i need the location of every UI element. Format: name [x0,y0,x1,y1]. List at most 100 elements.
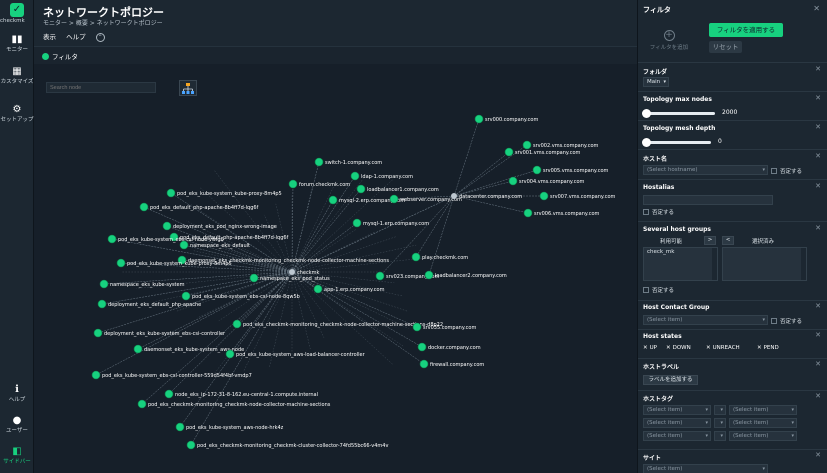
topology-node[interactable] [162,221,172,231]
topology-node[interactable] [186,440,196,450]
nav-item-monitor[interactable]: ▮▮ モニター [0,34,34,54]
topology-node[interactable] [288,179,298,189]
topology-node-label[interactable]: switch-1.company.com [325,160,382,166]
topology-graph[interactable]: pod_eks_kube-system_kube-proxy-8m4p5 pod_… [34,64,637,473]
topology-node[interactable] [504,147,514,157]
hostname-select[interactable]: (Select hostname)▾ [643,165,768,175]
topology-node[interactable] [93,328,103,338]
topology-node[interactable] [99,279,109,289]
topology-node-label[interactable]: srv005.vms.company.com [543,168,609,174]
topology-node[interactable] [522,140,532,150]
topology-node[interactable] [523,208,533,218]
checkbox-box[interactable] [771,168,777,174]
scrollbar[interactable] [712,248,717,280]
topology-node-label[interactable]: node_eks_ip-172-31-8-162.eu-central-1.co… [175,392,318,398]
hub-node-datacenter[interactable] [451,193,457,199]
state-down-toggle[interactable]: ✕DOWN [666,345,691,351]
topology-node[interactable] [419,359,429,369]
max-nodes-slider[interactable] [642,109,715,118]
topology-node[interactable] [91,370,101,380]
nav-item-customize[interactable]: ▦ カスタマイズ [0,66,34,86]
host-tag-operator-select[interactable]: ▾ [714,405,726,415]
topology-node-label[interactable]: forum.checkmk.com [299,182,350,188]
topology-node-label[interactable]: srv000.company.com [485,117,538,123]
topology-node-label[interactable]: srv006.vms.company.com [534,211,600,217]
site-select[interactable]: (Select item)▾ [643,464,768,473]
topology-node[interactable] [116,258,126,268]
topology-node-label[interactable]: ldap-1.company.com [361,174,413,180]
state-up-toggle[interactable]: ✕UP [643,345,657,351]
remove-filter-icon[interactable]: ✕ [815,392,821,400]
nav-item-sidebar[interactable]: ◧ サイドバー [0,446,34,466]
scrollbar[interactable] [801,248,806,280]
mesh-depth-slider[interactable] [642,138,711,147]
topology-node-label[interactable]: pod_eks_checkmk-monitoring_checkmk-clust… [197,443,388,449]
topology-node-label[interactable]: deployment_eks_default_php-apache [108,302,201,308]
checkbox-box[interactable] [643,209,649,215]
remove-filter-icon[interactable]: ✕ [815,182,821,190]
topology-node[interactable] [164,389,174,399]
selected-groups-list[interactable] [722,247,807,281]
topology-node-label[interactable]: srv001.vms.company.com [515,150,581,156]
remove-filter-icon[interactable]: ✕ [815,123,821,131]
add-group-button[interactable]: > [704,236,716,245]
topology-node[interactable] [474,114,484,124]
topology-node[interactable] [350,171,360,181]
topology-node-label[interactable]: pod_eks_checkmk-monitoring_checkmk-node-… [243,322,443,328]
topology-node-label[interactable]: loadbalancer2.company.com [435,273,507,279]
topology-node[interactable] [352,218,362,228]
topology-node[interactable] [175,422,185,432]
topology-node-label[interactable]: pod_eks_checkmk-monitoring_checkmk-node-… [148,402,331,408]
host-tag-value-select[interactable]: (Select item)▾ [729,431,797,441]
topology-node-label[interactable]: pod_eks_kube-system_ebs-csi-node-vwlg6 [118,237,224,243]
apply-filter-button[interactable]: フィルタを適用する [709,23,783,37]
close-icon[interactable]: ✕ [813,4,820,13]
search-node-input[interactable] [46,82,156,93]
topology-node-label[interactable]: srv023.company.com [386,274,439,280]
topology-node-label[interactable]: pod_eks_kube-system_kube-proxy-8m4p5 [177,191,282,197]
topology-node[interactable] [356,184,366,194]
topology-node[interactable] [417,342,427,352]
chevron-up-icon[interactable]: ⌃ [95,32,105,42]
slider-knob[interactable] [642,109,651,118]
topology-node-label[interactable]: pod_eks_kube-system_kube-proxy-8m4p5 [127,261,232,267]
remove-filter-icon[interactable]: ✕ [815,360,821,368]
topology-node-label[interactable]: namespace_eks_kube-system [110,282,185,288]
topology-node[interactable] [139,202,149,212]
nav-item-user[interactable]: ● ユーザー [0,415,34,435]
topology-node[interactable] [389,194,399,204]
topology-node-label[interactable]: docker.company.com [428,345,481,351]
checkbox-box[interactable] [643,287,649,293]
topology-node[interactable] [412,322,422,332]
topology-canvas[interactable]: pod_eks_kube-system_kube-proxy-8m4p5 pod_… [34,64,637,473]
available-groups-list[interactable]: check_mk [643,247,718,281]
topology-node-label[interactable]: daemonset_eks_checkmk-monitoring_checkmk… [188,258,389,264]
topology-node[interactable] [225,349,235,359]
topology-node-label[interactable]: pod_eks_kube-system_ebs-csi-node-8qw5b [192,294,300,300]
topology-node-label[interactable]: pod_eks_kube-system_aws-load-balancer-co… [236,352,366,358]
topology-node-label[interactable]: firewall.company.com [430,362,484,368]
topology-node[interactable] [169,232,179,242]
contact-group-select[interactable]: (Select item)▾ [643,315,768,325]
folder-select[interactable]: Main▾ [643,77,669,87]
remove-filter-icon[interactable]: ✕ [815,65,821,73]
topology-node[interactable] [97,299,107,309]
slider-knob[interactable] [642,138,651,147]
host-tag-operator-select[interactable]: ▾ [714,418,726,428]
hub-label[interactable]: datacenter.company.com [459,194,522,200]
remove-filter-icon[interactable]: ✕ [815,224,821,232]
reset-button[interactable]: リセット [709,41,742,53]
topology-node-label[interactable]: deployment_eks_kube-system_ebs-csi-contr… [104,331,226,337]
topology-node[interactable] [424,270,434,280]
contact-group-negate-checkbox[interactable]: 否定する [771,317,802,325]
host-tag-value-select[interactable]: (Select item)▾ [729,418,797,428]
host-tag-group-select[interactable]: (Select item)▾ [643,418,711,428]
topology-node[interactable] [133,344,143,354]
host-tag-group-select[interactable]: (Select item)▾ [643,431,711,441]
list-item[interactable]: check_mk [647,249,675,255]
add-filter-button[interactable]: + フィルタを追加 [644,30,694,51]
topology-node[interactable] [508,176,518,186]
remove-filter-icon[interactable]: ✕ [815,152,821,160]
topology-node[interactable] [177,255,187,265]
topology-node-label[interactable]: srv002.vms.company.com [533,143,599,149]
